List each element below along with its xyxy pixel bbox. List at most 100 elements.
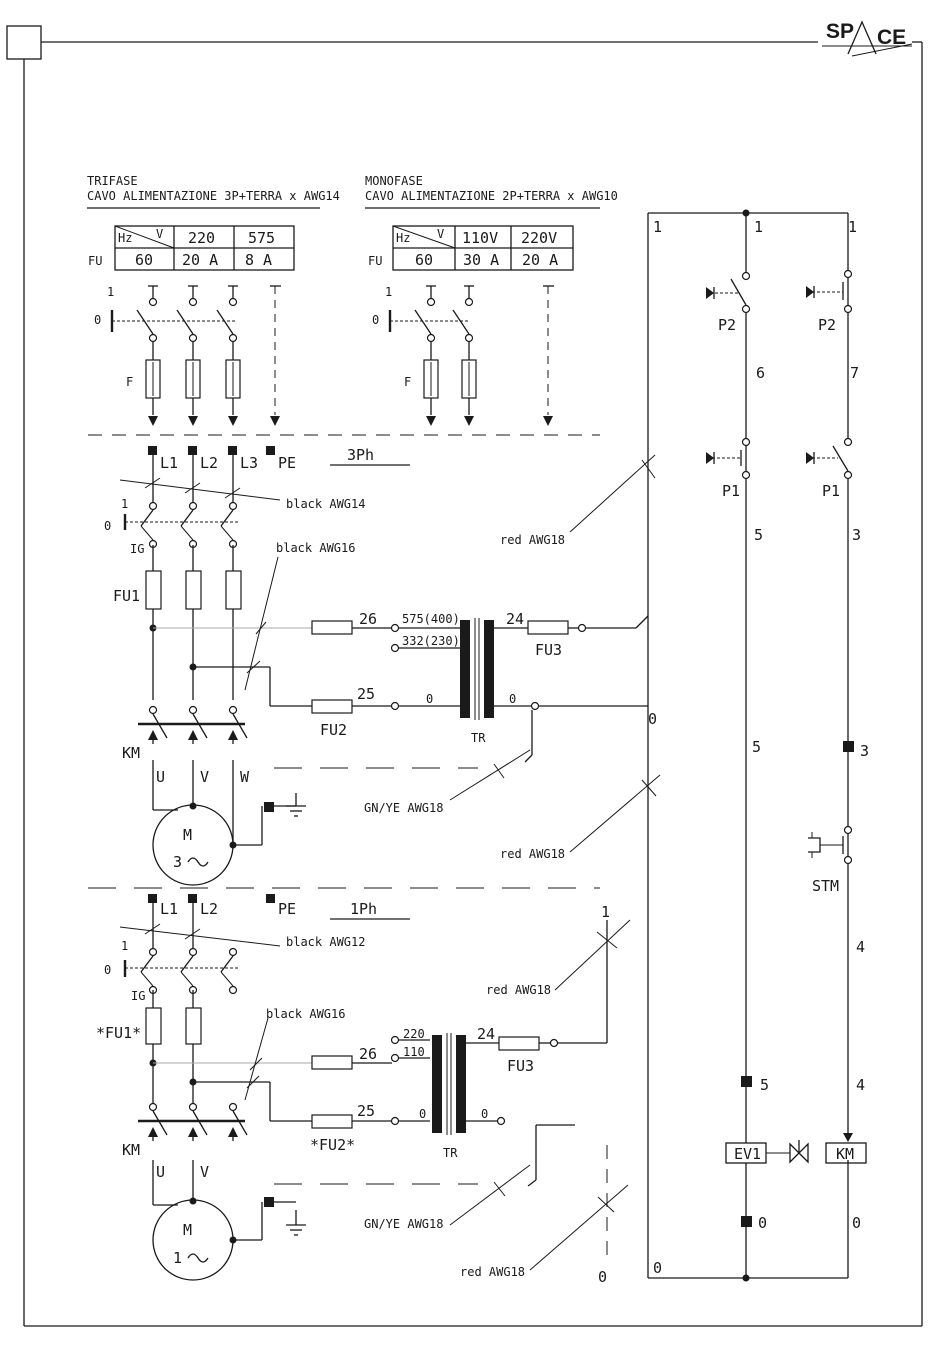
fu1-3ph-label: FU1: [113, 587, 140, 605]
col1-p2-label: P2: [718, 316, 736, 334]
col2-terminal-3: [843, 741, 854, 752]
wire-26-1ph: 26: [359, 1045, 377, 1063]
monofase-hz-label: Hz: [396, 231, 410, 245]
transformer-secondary-1ph: [456, 1035, 466, 1133]
cable-red-awg18-1ph-b: red AWG18: [460, 1265, 525, 1279]
logo-text-right: CE: [877, 26, 906, 49]
wire-0a-1ph: 0: [419, 1107, 426, 1121]
control-circuit: 1 0 0 1 P2 6 P1 5 5 5 EV1 0: [647, 209, 869, 1282]
cable-gnye-awg18-3ph: GN/YE AWG18: [364, 801, 443, 815]
transformer-primary-3ph: [460, 620, 470, 718]
monofase-v-label: V: [437, 227, 444, 241]
ig-1ph-poles: [140, 947, 238, 995]
fu1-3ph-fuse-b: [185, 570, 202, 610]
wire-24-1ph: 24: [477, 1025, 495, 1043]
motor-3ph-m: M: [183, 826, 192, 844]
col2-p1-label: P1: [822, 482, 840, 500]
label-pe-3ph: PE: [278, 454, 296, 472]
label-l3-3ph: L3: [240, 454, 258, 472]
col1-wire-0: 0: [758, 1214, 767, 1232]
fu2-1ph-label: *FU2*: [310, 1136, 355, 1154]
col2-wire-0: 0: [852, 1214, 861, 1232]
fu3-3ph: [527, 620, 569, 635]
wire-0b-1ph: 0: [481, 1107, 488, 1121]
col1-terminal-5: [741, 1076, 752, 1087]
supply-1ph-header: MONOFASE CAVO ALIMENTAZIONE 2P+TERRA x A…: [365, 174, 618, 271]
ground-terminal-3ph: [264, 802, 274, 812]
tap-332-3ph: 332(230): [402, 634, 460, 648]
motor-1ph-m: M: [183, 1221, 192, 1239]
ig-1ph-label: IG: [131, 989, 145, 1003]
motor-1ph-sub: 1: [173, 1249, 182, 1267]
trifase-amps-8: 8 A: [245, 251, 272, 269]
wire-0-1ph: 0: [598, 1268, 607, 1286]
fu1-1ph-fuse-b: [185, 1007, 202, 1045]
label-l2-1ph: L2: [200, 900, 218, 918]
cable-red-awg18-1ph-a: red AWG18: [486, 983, 551, 997]
cable-black-awg12: black AWG12: [286, 935, 365, 949]
monofase-amps-20: 20 A: [522, 251, 558, 269]
trifase-hz-60: 60: [135, 251, 153, 269]
transformer-primary-1ph: [432, 1035, 442, 1133]
terminal-l3-3ph: [228, 446, 237, 455]
supply-3ph-off-label: 0: [94, 313, 101, 327]
trifase-amps-20: 20 A: [182, 251, 218, 269]
supply-1ph-off-label: 0: [372, 313, 379, 327]
supply-1ph-fuse-label: F: [404, 375, 411, 389]
phase-v-3ph: V: [200, 768, 209, 786]
cable-red-awg18-3ph-a: red AWG18: [500, 533, 565, 547]
terminal-l1-3ph: [148, 446, 157, 455]
col1-wire-5a: 5: [754, 526, 763, 544]
logo-text-left: SP: [826, 20, 854, 43]
terminal-l2-3ph: [188, 446, 197, 455]
trifase-table: Hz V FU 220 575 60 20 A 8 A: [88, 225, 295, 271]
km-coil-label: KM: [836, 1145, 854, 1163]
supply-3ph-on-label: 1: [107, 285, 114, 299]
col2-wire-3a: 3: [852, 526, 861, 544]
monofase-hz-60: 60: [415, 251, 433, 269]
monofase-fu-label: FU: [368, 254, 382, 268]
fu1-3ph-fuse-a: [145, 570, 162, 610]
fu2-1ph: [311, 1114, 353, 1129]
page-frame: [6, 25, 923, 1327]
col2-wire-4a: 4: [856, 938, 865, 956]
label-pe-1ph: PE: [278, 900, 296, 918]
fu3-1ph: [498, 1036, 540, 1051]
ev1-label: EV1: [734, 1145, 761, 1163]
col1-wire-1: 1: [754, 218, 763, 236]
fu3-3ph-label: FU3: [535, 641, 562, 659]
tap-575-3ph: 575(400): [402, 612, 460, 626]
trifase-title: TRIFASE: [87, 174, 138, 188]
transformer-1ph-label: TR: [443, 1146, 458, 1160]
control-left-1: 1: [653, 218, 662, 236]
cable-gnye-awg18-1ph: GN/YE AWG18: [364, 1217, 443, 1231]
fu2-3ph: [311, 699, 353, 714]
terminal-pe-3ph: [266, 446, 275, 455]
circuit-3ph: L1 L2 L3 PE 3Ph black AWG14 1 0 IG FU1: [104, 446, 661, 886]
supply-3ph-fuse-label: F: [126, 375, 133, 389]
tag-3ph: 3Ph: [347, 446, 374, 464]
monofase-cable: CAVO ALIMENTAZIONE 2P+TERRA x AWG10: [365, 189, 618, 203]
stm-label: STM: [812, 877, 839, 895]
ig-3ph-on: 1: [121, 497, 128, 511]
fu3-1ph-label: FU3: [507, 1057, 534, 1075]
km-3ph-label: KM: [122, 744, 140, 762]
transformer-secondary-3ph: [484, 620, 494, 718]
fu1-3ph-fuse-c: [225, 570, 242, 610]
supply-3ph-switch: 1 0 F: [94, 285, 281, 426]
terminal-pe-1ph: [266, 894, 275, 903]
ground-terminal-1ph: [264, 1197, 274, 1207]
col1-wire-5c: 5: [760, 1076, 769, 1094]
motor-3ph: [152, 804, 234, 886]
transformer-3ph-label: TR: [471, 731, 486, 745]
fu2-3ph-label: FU2: [320, 721, 347, 739]
monofase-voltage-220: 220V: [521, 229, 557, 247]
label-l1-3ph: L1: [160, 454, 178, 472]
col2-p2-label: P2: [818, 316, 836, 334]
km-coil: [825, 1142, 867, 1164]
col1-wire-6: 6: [756, 364, 765, 382]
circuit-1ph: L1 L2 PE 1Ph black AWG12 1 0 IG *FU1* b: [96, 894, 631, 1286]
cable-black-awg14: black AWG14: [286, 497, 365, 511]
motor-3ph-sub: 3: [173, 853, 182, 871]
